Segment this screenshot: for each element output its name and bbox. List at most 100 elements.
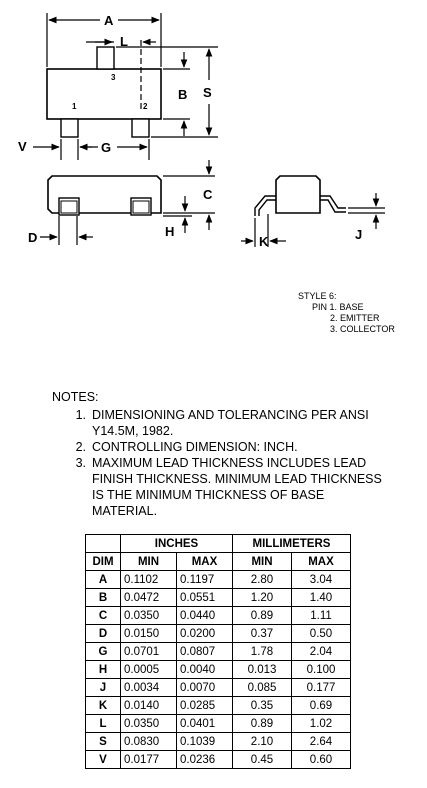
cell-dim: K — [85, 696, 121, 715]
cell-inch-min: 0.0350 — [120, 714, 177, 733]
note-item: 2. CONTROLLING DIMENSION: INCH. — [52, 439, 392, 455]
cell-inch-min: 0.0350 — [120, 606, 177, 625]
end-view-body — [275, 175, 321, 214]
package-outline-drawing: A L B S V G C H D K J 3 1 2 — [18, 13, 385, 249]
style-pin-1: PIN 1. BASE — [312, 302, 364, 312]
cell-dim: C — [85, 606, 121, 625]
cell-mm-min: 0.085 — [232, 678, 292, 697]
cell-mm-min: 0.013 — [232, 660, 292, 679]
cell-mm-max: 0.60 — [291, 750, 351, 769]
header-mm-max: MAX — [291, 552, 351, 571]
lead-3 — [96, 46, 115, 70]
dim-label-l: L — [120, 34, 128, 49]
pin-label-1: 1 — [72, 102, 77, 111]
note-text: CONTROLLING DIMENSION: INCH. — [92, 440, 298, 454]
style-pin-2: 2. EMITTER — [330, 313, 380, 323]
cell-inch-max: 0.0551 — [176, 588, 233, 607]
dim-label-v: V — [18, 139, 27, 154]
header-inch-max: MAX — [176, 552, 233, 571]
cell-inch-min: 0.0472 — [120, 588, 177, 607]
cell-inch-max: 0.0070 — [176, 678, 233, 697]
cell-mm-min: 0.89 — [232, 606, 292, 625]
table-group-header: INCHES MILLIMETERS — [85, 534, 351, 553]
cell-inch-max: 0.0440 — [176, 606, 233, 625]
cell-dim: A — [85, 570, 121, 589]
header-inches: INCHES — [120, 534, 233, 553]
cell-inch-min: 0.0034 — [120, 678, 177, 697]
cell-inch-max: 0.1039 — [176, 732, 233, 751]
header-millimeters: MILLIMETERS — [232, 534, 351, 553]
cell-dim: S — [85, 732, 121, 751]
cell-inch-min: 0.1102 — [120, 570, 177, 589]
pinout-style: STYLE 6: PIN 1. BASE 2. EMITTER 3. COLLE… — [298, 291, 395, 335]
note-item: 1. DIMENSIONING AND TOLERANCING PER ANSI… — [52, 407, 392, 439]
cell-mm-min: 2.10 — [232, 732, 292, 751]
cell-inch-max: 0.0401 — [176, 714, 233, 733]
cell-inch-max: 0.0236 — [176, 750, 233, 769]
style-title: STYLE 6: — [298, 291, 337, 301]
cell-inch-max: 0.0200 — [176, 624, 233, 643]
cell-mm-max: 0.69 — [291, 696, 351, 715]
cell-dim: G — [85, 642, 121, 661]
dimension-table: INCHES MILLIMETERS DIM MIN MAX MIN MAX A… — [85, 534, 351, 769]
header-inch-min: MIN — [120, 552, 177, 571]
dim-label-c: C — [203, 187, 213, 202]
cell-dim: H — [85, 660, 121, 679]
cell-dim: D — [85, 624, 121, 643]
cell-dim: L — [85, 714, 121, 733]
dim-label-s: S — [203, 85, 212, 100]
note-item: 3. MAXIMUM LEAD THICKNESS INCLUDES LEAD … — [52, 455, 392, 519]
lead-2 — [131, 118, 150, 138]
cell-inch-max: 0.0040 — [176, 660, 233, 679]
cell-mm-min: 2.80 — [232, 570, 292, 589]
dim-label-k: K — [259, 234, 269, 249]
cell-inch-min: 0.0830 — [120, 732, 177, 751]
cell-inch-min: 0.0701 — [120, 642, 177, 661]
cell-mm-max: 3.04 — [291, 570, 351, 589]
cell-dim: V — [85, 750, 121, 769]
header-dim: DIM — [85, 552, 121, 571]
style-pin-3: 3. COLLECTOR — [330, 324, 395, 334]
table-blank-cell — [85, 534, 121, 553]
note-number: 1. — [75, 408, 86, 422]
dim-label-a: A — [104, 13, 114, 28]
cell-mm-min: 0.45 — [232, 750, 292, 769]
note-number: 3. — [75, 456, 86, 470]
cell-inch-min: 0.0005 — [120, 660, 177, 679]
cell-inch-max: 0.1197 — [176, 570, 233, 589]
dim-label-h: H — [165, 224, 174, 239]
notes-section: NOTES: 1. DIMENSIONING AND TOLERANCING P… — [52, 389, 392, 519]
dim-label-j: J — [355, 227, 362, 242]
cell-mm-max: 0.50 — [291, 624, 351, 643]
cell-mm-min: 0.35 — [232, 696, 292, 715]
dim-label-b: B — [178, 87, 187, 102]
dim-label-g: G — [101, 140, 111, 155]
top-view-body — [46, 68, 162, 120]
cell-inch-min: 0.0177 — [120, 750, 177, 769]
note-number: 2. — [75, 440, 86, 454]
table-column-header: DIM MIN MAX MIN MAX — [85, 552, 351, 571]
header-mm-min: MIN — [232, 552, 292, 571]
dim-label-d: D — [28, 230, 37, 245]
cell-mm-max: 1.11 — [291, 606, 351, 625]
pin-label-3: 3 — [111, 73, 116, 82]
cell-mm-min: 1.78 — [232, 642, 292, 661]
cell-inch-max: 0.0807 — [176, 642, 233, 661]
cell-mm-min: 0.37 — [232, 624, 292, 643]
cell-mm-min: 0.89 — [232, 714, 292, 733]
cell-mm-max: 1.02 — [291, 714, 351, 733]
cell-mm-min: 1.20 — [232, 588, 292, 607]
cell-mm-max: 0.100 — [291, 660, 351, 679]
cell-mm-max: 2.04 — [291, 642, 351, 661]
notes-heading: NOTES: — [52, 390, 99, 404]
lead-1 — [60, 118, 79, 138]
cell-inch-max: 0.0285 — [176, 696, 233, 715]
